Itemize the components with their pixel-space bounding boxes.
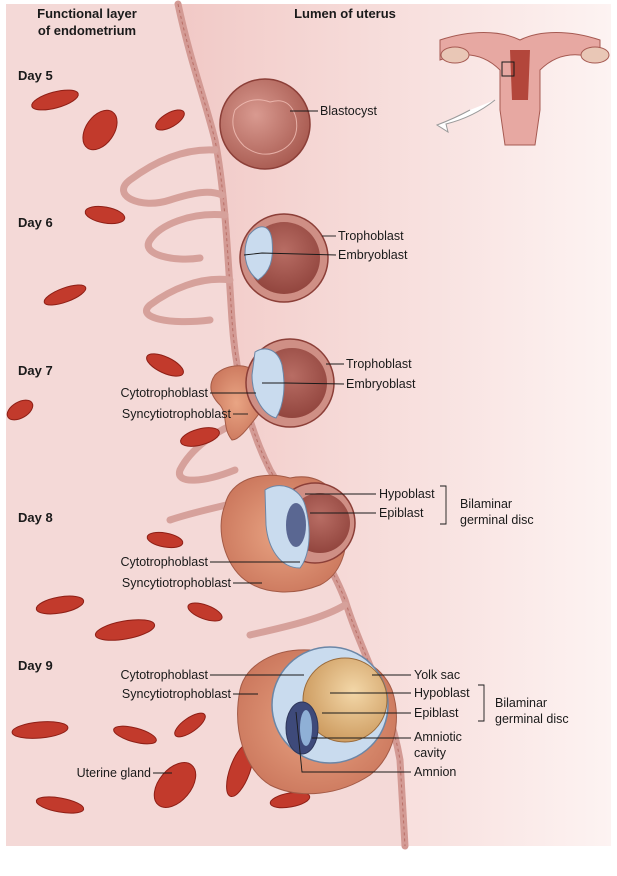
label-amniotic: Amniotic	[414, 730, 462, 744]
label-syncytiotrophoblast: Syncytiotrophoblast	[122, 407, 232, 421]
bracket	[478, 684, 485, 722]
label-syncytiotrophoblast: Syncytiotrophoblast	[122, 576, 232, 590]
label-epiblast: Epiblast	[379, 506, 424, 520]
label-uterine-gland: Uterine gland	[77, 766, 151, 780]
label-trophoblast: Trophoblast	[338, 229, 404, 243]
label-syncytiotrophoblast: Syncytiotrophoblast	[122, 687, 232, 701]
header-endometrium-line2: of endometrium	[38, 23, 136, 38]
label-amnion: Amnion	[414, 765, 456, 779]
label-yolk-sac: Yolk sac	[414, 668, 460, 682]
label-trophoblast: Trophoblast	[346, 357, 412, 371]
leader-line	[295, 711, 411, 773]
leader-line	[262, 382, 345, 385]
header-lumen: Lumen of uterus	[294, 6, 396, 21]
label-germinal-disc: germinal disc	[460, 513, 534, 527]
label-cytotrophoblast: Cytotrophoblast	[120, 386, 208, 400]
day-label: Day 6	[18, 215, 53, 230]
day-label: Day 7	[18, 363, 53, 378]
label-embryoblast: Embryoblast	[346, 377, 416, 391]
blood-vessels	[6, 89, 311, 814]
label-hypoblast: Hypoblast	[379, 487, 435, 501]
label-bilaminar: Bilaminar	[460, 497, 512, 511]
endometrial-lining-cells	[177, 3, 406, 847]
leader-line	[243, 252, 337, 256]
label-embryoblast: Embryoblast	[338, 248, 408, 262]
day9-implantation	[237, 646, 397, 795]
day-label: Day 8	[18, 510, 53, 525]
label-cytotrophoblast: Cytotrophoblast	[120, 668, 208, 682]
header-endometrium-line1: Functional layer	[37, 6, 137, 21]
day8-implantation	[220, 474, 356, 593]
day7-blastocyst	[210, 338, 335, 441]
label-cavity: cavity	[414, 746, 447, 760]
day6-blastocyst	[239, 213, 329, 303]
day-label: Day 5	[18, 68, 53, 83]
label-blastocyst: Blastocyst	[320, 104, 377, 118]
label-epiblast: Epiblast	[414, 706, 459, 720]
day5-blastocyst	[219, 78, 311, 170]
label-bilaminar: Bilaminar	[495, 696, 547, 710]
bracket	[440, 485, 447, 525]
label-germinal-disc: germinal disc	[495, 712, 569, 726]
day-label: Day 9	[18, 658, 53, 673]
label-hypoblast: Hypoblast	[414, 686, 470, 700]
label-cytotrophoblast: Cytotrophoblast	[120, 555, 208, 569]
uterus-inset	[435, 32, 610, 146]
